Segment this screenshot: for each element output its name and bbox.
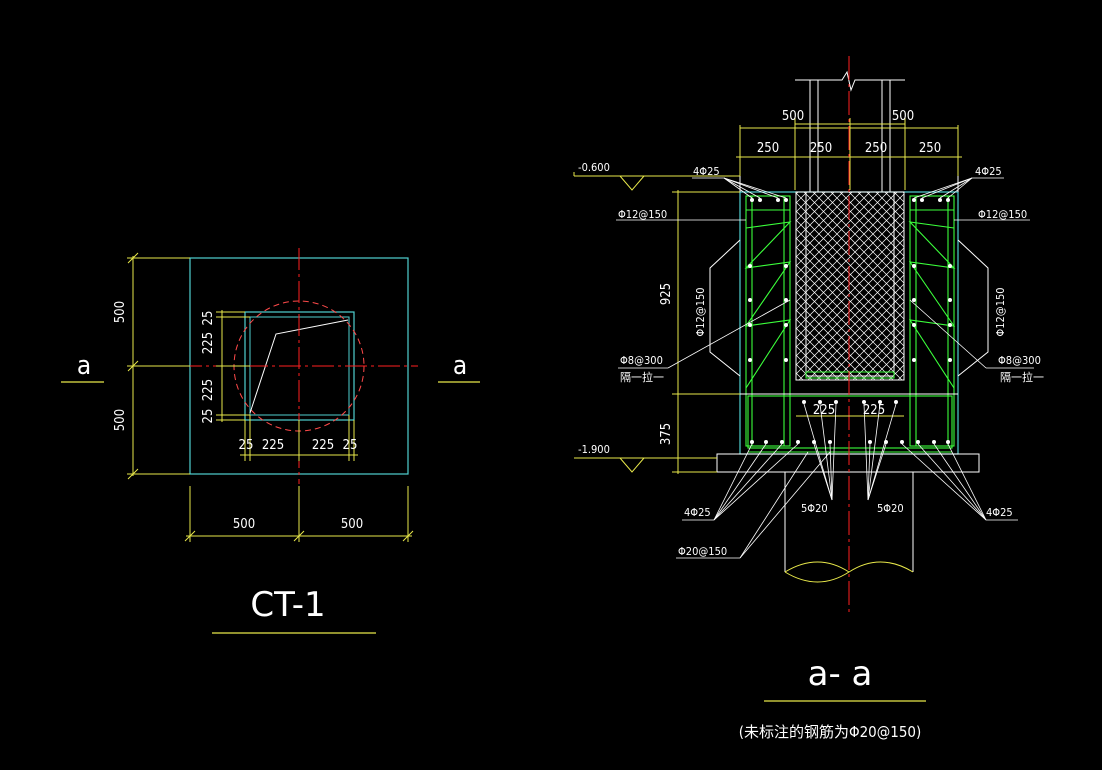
section-mark-left: a: [77, 351, 91, 381]
plan-inner-bottom-4: 25: [343, 438, 358, 453]
section-view: 500 500 250 250 250 250: [573, 56, 1044, 741]
plan-inner-left-4: 25: [201, 409, 216, 424]
section-mid-2: 225: [863, 403, 885, 418]
rebar-dots: [748, 198, 952, 444]
plan-inner-bottom-2: 225: [262, 438, 284, 453]
section-top-inner-2: 250: [810, 141, 832, 156]
tie-left-note: 隔一拉一: [620, 370, 664, 384]
level-top-mark: [573, 172, 740, 191]
plan-dim-bottom-1: 500: [233, 517, 255, 532]
tie-right-note: 隔一拉一: [1000, 370, 1044, 384]
section-dim-925: 925: [659, 283, 674, 305]
section-dim-height: [672, 190, 740, 474]
break-line: [249, 319, 349, 414]
plan-dim-left-1: 500: [113, 301, 128, 323]
plan-view: 500 500 25 225 225 25 25 225 225 25: [61, 248, 480, 634]
section-top-outer-2: 500: [892, 109, 914, 124]
section-base-cushion: [716, 453, 980, 473]
bottom-mid-right: 5Φ20: [877, 502, 904, 515]
section-mark-right: a: [453, 351, 467, 381]
section-title: a- a: [808, 654, 873, 694]
pile: [784, 472, 914, 572]
tie-right: Φ8@300: [998, 354, 1041, 367]
tie-left: Φ8@300: [620, 354, 663, 367]
rebar-corner-bottom-left: 4Φ25: [684, 506, 711, 519]
pile-break-2: [784, 561, 850, 573]
bottom-mid-left: 5Φ20: [801, 502, 828, 515]
rebar-vert-left: Φ12@150: [694, 287, 707, 336]
section-top-inner-1: 250: [757, 141, 779, 156]
plan-inner-bottom-3: 225: [312, 438, 334, 453]
section-mid-1: 225: [813, 403, 835, 418]
plan-dim-bottom: [184, 486, 414, 542]
section-top-inner-3: 250: [865, 141, 887, 156]
plan-inner-bottom-1: 25: [239, 438, 254, 453]
level-top-label: -0.600: [578, 161, 610, 174]
plan-dim-bottom-2: 500: [341, 517, 363, 532]
plan-inner-left-1: 25: [201, 311, 216, 326]
plan-dim-left-2: 500: [113, 409, 128, 431]
plan-dim-left: [127, 252, 190, 480]
column-lines: [795, 70, 905, 192]
column-inner-outline-section: [805, 191, 895, 377]
column-hatch: [795, 191, 905, 381]
column-bottom-plate: [805, 371, 895, 379]
section-footnote: (未标注的钢筋为Φ20@150): [739, 723, 922, 741]
level-bottom-label: -1.900: [578, 443, 610, 456]
leader-lines: [616, 177, 1034, 559]
rebar-corner-top-right: 4Φ25: [975, 165, 1002, 178]
plan-inner-left-2: 225: [201, 332, 216, 354]
bottom-bar: Φ20@150: [678, 545, 727, 558]
plan-title: CT-1: [250, 585, 325, 625]
plan-inner-left-3: 225: [201, 379, 216, 401]
rebar-corner-top-left: 4Φ25: [693, 165, 720, 178]
section-top-outer-1: 500: [782, 109, 804, 124]
section-top-inner-4: 250: [919, 141, 941, 156]
level-bottom-mark: [574, 457, 717, 473]
section-dim-375: 375: [659, 423, 674, 445]
plan-dim-inner-bottom: [240, 415, 358, 461]
plan-dim-inner-left: [216, 310, 250, 422]
rebar-vert-right: Φ12@150: [994, 287, 1007, 336]
rebar-horiz-right: Φ12@150: [978, 208, 1027, 221]
rebar-horiz-left: Φ12@150: [618, 208, 667, 221]
rebar-corner-bottom-right: 4Φ25: [986, 506, 1013, 519]
